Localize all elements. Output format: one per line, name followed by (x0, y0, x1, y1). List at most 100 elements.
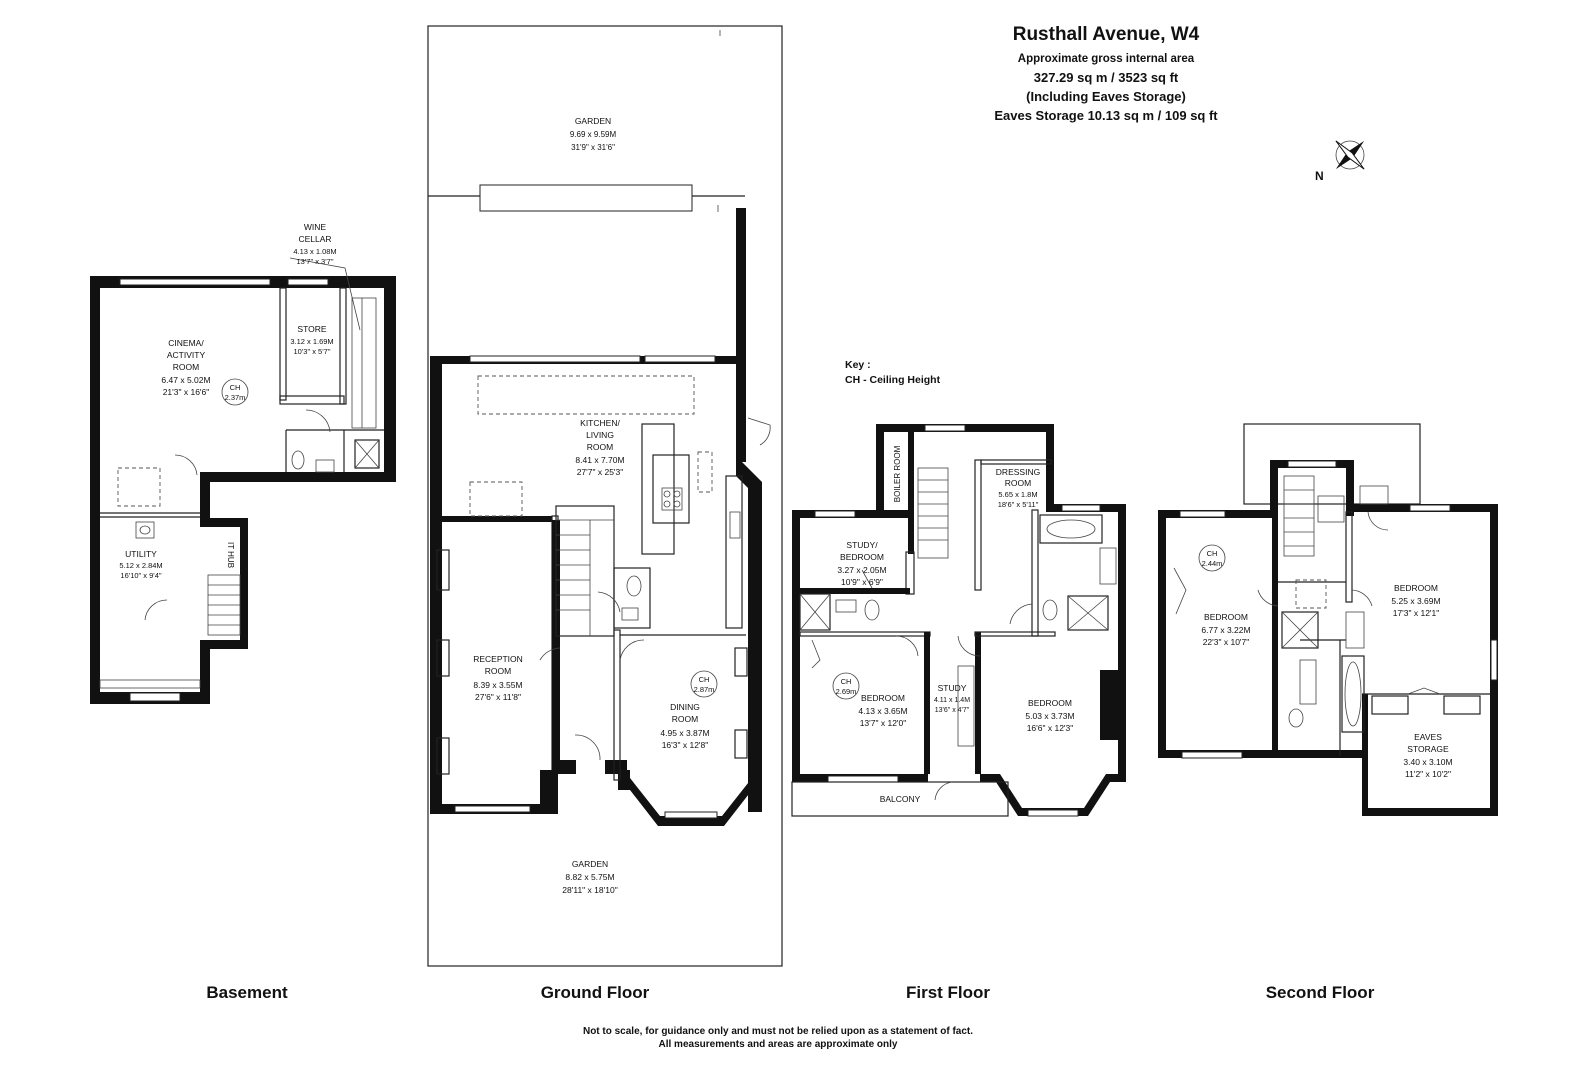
wall (90, 276, 100, 704)
kitchen-imperial: 27'7" x 25'3" (577, 467, 624, 477)
area-note: (Including Eaves Storage) (1026, 89, 1186, 104)
second-bedroom-a-label: BEDROOM (1204, 612, 1248, 622)
second-bedroom-a-metric: 6.77 x 3.22M (1201, 625, 1250, 635)
basement-plan (90, 257, 396, 704)
store-metric: 3.12 x 1.69M (290, 337, 333, 346)
dining-label: DINING (670, 702, 700, 712)
first-bedroom-b-metric: 5.03 x 3.73M (1025, 711, 1074, 721)
ceiling-height-marker (832, 672, 860, 700)
window (287, 278, 329, 286)
disclaimer-line-1: Not to scale, for guidance only and must… (583, 1026, 973, 1037)
wine-cellar-label: WINE (304, 222, 327, 232)
rear-garden-label: GARDEN (575, 116, 611, 126)
dining-metric: 4.95 x 3.87M (660, 728, 709, 738)
plan-title: Rusthall Avenue, W4 (1013, 24, 1200, 45)
dressing-room-label-2: ROOM (1005, 478, 1031, 488)
rear-garden-metric: 9.69 x 9.59M (570, 130, 617, 139)
key-ceiling-height: CH - Ceiling Height (845, 374, 941, 386)
area-subtitle: Approximate gross internal area (1018, 53, 1195, 65)
reception-metric: 8.39 x 3.55M (473, 680, 522, 690)
second-bedroom-b-label: BEDROOM (1394, 583, 1438, 593)
second-bedroom-a-imperial: 22'3" x 10'7" (1203, 637, 1250, 647)
first-bedroom-a-metric: 4.13 x 3.65M (858, 706, 907, 716)
ceiling-height-label: CH (230, 383, 241, 392)
wall (384, 276, 396, 480)
dressing-room-metric: 5.65 x 1.8M (998, 490, 1037, 499)
cinema-room-label-2: ACTIVITY (167, 350, 206, 360)
study-bedroom-label-2: BEDROOM (840, 552, 884, 562)
cinema-room-label-3: ROOM (173, 362, 199, 372)
window (119, 278, 271, 286)
ground-floor-plan (427, 25, 783, 967)
wine-cellar-label-2: CELLAR (298, 234, 331, 244)
ceiling-height-value: 2.44m (1202, 559, 1223, 568)
study-bedroom-label: STUDY/ (846, 540, 878, 550)
wine-cellar-imperial: 13'7" x 3'7" (297, 257, 334, 266)
first-bedroom-a-label: BEDROOM (861, 693, 905, 703)
eaves-storage-label: EAVES (1414, 732, 1442, 742)
study-metric: 4.11 x 1.4M (934, 697, 970, 704)
boiler-room-label: BOILER ROOM (893, 445, 902, 502)
ceiling-height-label: CH (699, 675, 710, 684)
ceiling-height-label: CH (841, 677, 852, 686)
basement-floor-label: Basement (206, 983, 288, 1002)
front-garden-label: GARDEN (572, 859, 608, 869)
dressing-room-imperial: 18'6" x 5'11" (998, 500, 1039, 509)
study-imperial: 13'6" x 4'7" (935, 707, 970, 714)
ceiling-height-label: CH (1207, 549, 1218, 558)
cinema-room-imperial: 21'3" x 16'6" (163, 387, 210, 397)
eaves-storage-label-2: STORAGE (1407, 744, 1449, 754)
ceiling-height-marker (221, 378, 249, 406)
second-floor-plan (1158, 423, 1498, 816)
first-bedroom-b-imperial: 16'6" x 12'3" (1027, 723, 1074, 733)
it-hub-label: IT HUB (226, 542, 235, 568)
dining-label-2: ROOM (672, 714, 698, 724)
kitchen-label-2: LIVING (586, 430, 614, 440)
ceiling-height-marker (1198, 544, 1226, 572)
wall (200, 518, 248, 527)
study-bedroom-metric: 3.27 x 2.05M (837, 565, 886, 575)
balcony-label: BALCONY (880, 794, 921, 804)
ceiling-height-marker (690, 670, 718, 698)
disclaimer-line-2: All measurements and areas are approxima… (659, 1039, 898, 1050)
kitchen-label: KITCHEN/ (580, 418, 620, 428)
second-bedroom-b-metric: 5.25 x 3.69M (1391, 596, 1440, 606)
rear-garden-imperial: 31'9" x 31'6" (571, 143, 615, 152)
study-label: STUDY (938, 683, 967, 693)
first-bedroom-b-label: BEDROOM (1028, 698, 1072, 708)
store-label: STORE (297, 324, 326, 334)
first-floor-plan (791, 424, 1126, 817)
second-floor-label: Second Floor (1266, 983, 1375, 1002)
front-garden-imperial: 28'11" x 18'10" (562, 885, 617, 895)
reception-imperial: 27'6" x 11'8" (475, 692, 521, 702)
kitchen-metric: 8.41 x 7.70M (575, 455, 624, 465)
wall (200, 472, 210, 522)
utility-label: UTILITY (125, 549, 157, 559)
ground-floor-label: Ground Floor (541, 983, 650, 1002)
first-bedroom-a-imperial: 13'7" x 12'0" (860, 718, 907, 728)
reception-label-2: ROOM (485, 666, 511, 676)
utility-imperial: 16'10" x 9'4" (120, 571, 161, 580)
second-bedroom-b-imperial: 17'3" x 12'1" (1393, 608, 1440, 618)
first-floor-label: First Floor (906, 983, 990, 1002)
wall (200, 640, 210, 704)
wall (200, 640, 248, 649)
dressing-room-label: DRESSING (996, 467, 1040, 477)
kitchen-label-3: ROOM (587, 442, 613, 452)
study-bedroom-imperial: 10'9" x 6'9" (841, 577, 883, 587)
dining-imperial: 16'3" x 12'8" (662, 740, 709, 750)
cinema-room-metric: 6.47 x 5.02M (161, 375, 210, 385)
eaves-storage-imperial: 11'2" x 10'2" (1405, 769, 1451, 779)
compass-north-label: N (1315, 169, 1324, 183)
cinema-room-label: CINEMA/ (168, 338, 204, 348)
reception-label: RECEPTION (473, 654, 523, 664)
compass-rose-icon (1335, 140, 1365, 170)
utility-metric: 5.12 x 2.84M (119, 561, 162, 570)
key-title: Key : (845, 359, 871, 371)
ceiling-height-value: 2.37m (225, 393, 246, 402)
ceiling-height-value: 2.69m (836, 687, 857, 696)
wall (200, 472, 396, 482)
eaves-storage-metric: 3.40 x 3.10M (1403, 757, 1452, 767)
eaves-area: Eaves Storage 10.13 sq m / 109 sq ft (994, 108, 1218, 123)
